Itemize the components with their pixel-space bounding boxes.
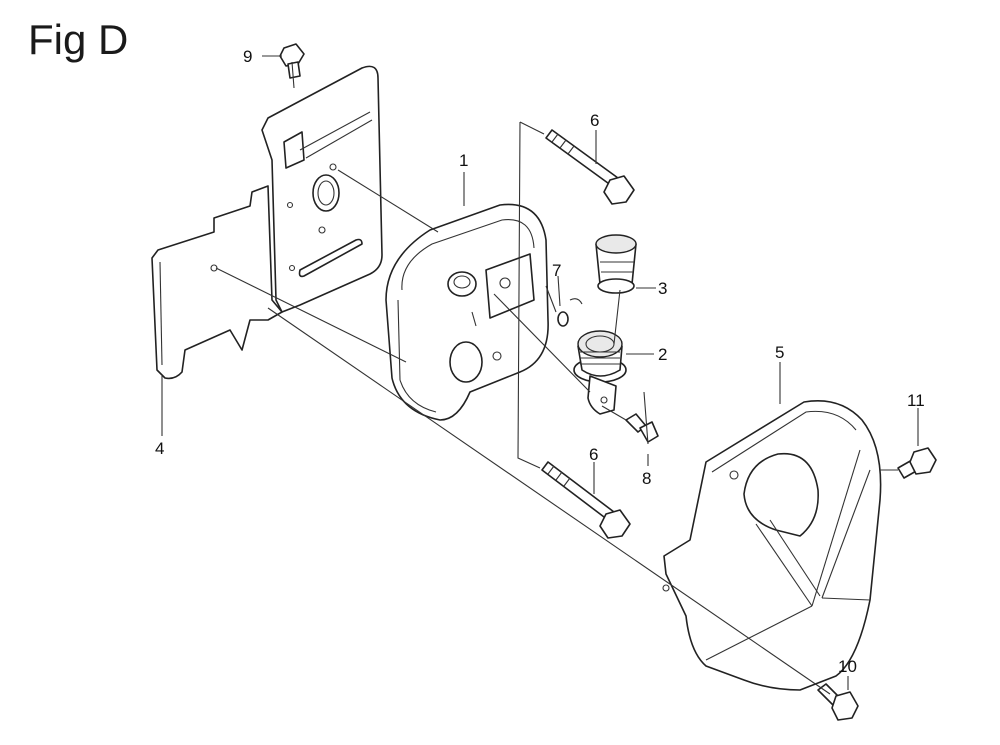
part-2-arrester-screen bbox=[573, 330, 627, 415]
callout-11: 11 bbox=[907, 391, 925, 410]
callout-5: 5 bbox=[775, 343, 784, 362]
part-11-flange-bolt bbox=[897, 447, 937, 479]
part-4-heat-shield bbox=[151, 65, 383, 380]
callout-10: 10 bbox=[838, 657, 857, 676]
part-3-arrester-cap bbox=[595, 234, 637, 294]
part-7-washer bbox=[557, 298, 583, 327]
figure-title: Fig D bbox=[28, 16, 129, 63]
callout-9: 9 bbox=[243, 47, 252, 66]
part-1-muffler bbox=[385, 203, 549, 421]
callout-4: 4 bbox=[155, 439, 164, 458]
callout-labels: 1 2 3 4 5 6 6 7 8 9 10 11 bbox=[155, 47, 925, 676]
part-6-stud-bolt-lower bbox=[541, 461, 631, 539]
callout-6-upper: 6 bbox=[590, 111, 599, 130]
callout-7: 7 bbox=[552, 261, 561, 280]
part-9-bolt bbox=[279, 43, 305, 79]
callout-2: 2 bbox=[658, 345, 667, 364]
callout-3: 3 bbox=[658, 279, 667, 298]
part-5-cover bbox=[662, 400, 882, 691]
callout-1: 1 bbox=[459, 151, 468, 170]
part-8-screw bbox=[625, 413, 659, 443]
assembly-lines bbox=[161, 55, 919, 695]
callout-6-lower: 6 bbox=[589, 445, 598, 464]
callout-8: 8 bbox=[642, 469, 651, 488]
part-6-stud-bolt-upper bbox=[545, 129, 635, 205]
